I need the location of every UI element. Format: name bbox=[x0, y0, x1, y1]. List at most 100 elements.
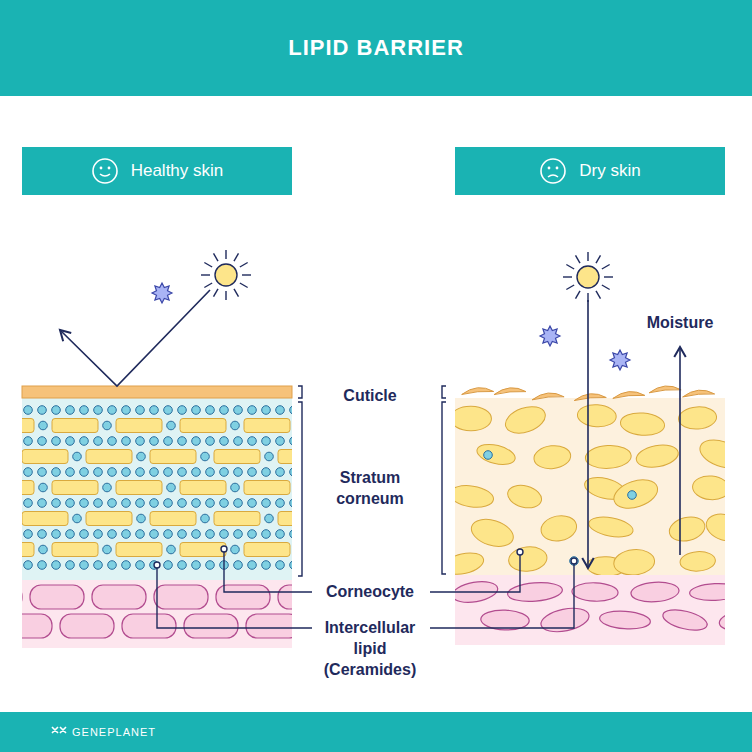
lipid-dot bbox=[136, 530, 145, 539]
cell-shape bbox=[184, 614, 238, 638]
corneocyte-blob bbox=[455, 549, 486, 575]
lipid-dot bbox=[220, 437, 229, 446]
sun-ray bbox=[604, 276, 613, 277]
corneocyte-brick bbox=[150, 450, 196, 464]
cuticle-layer bbox=[22, 386, 292, 398]
sun-icon bbox=[215, 264, 237, 286]
lipid-dot bbox=[167, 545, 176, 554]
penetrating-ray bbox=[587, 300, 589, 568]
sun-ray bbox=[214, 289, 219, 297]
lipid-dot bbox=[122, 499, 131, 508]
cell-shape bbox=[572, 582, 619, 602]
cuticle-flake bbox=[494, 388, 526, 395]
corneocyte-blob bbox=[539, 513, 579, 544]
sun-ray bbox=[576, 291, 581, 299]
corneocyte-brick bbox=[180, 419, 226, 433]
corneocyte-blob bbox=[679, 550, 716, 572]
header-box: Dry skin bbox=[455, 147, 725, 195]
sun-ray bbox=[214, 253, 219, 261]
lipid-dot bbox=[150, 437, 159, 446]
part-label: Moisture bbox=[635, 312, 725, 333]
lipid-dot bbox=[24, 499, 33, 508]
corneocyte-brick bbox=[52, 419, 98, 433]
lipid-dot bbox=[164, 530, 173, 539]
lipid-dot bbox=[231, 483, 240, 492]
leader-dots bbox=[154, 546, 577, 568]
lipid-dot bbox=[290, 561, 292, 570]
lipid-dot bbox=[136, 499, 145, 508]
lipid-dot bbox=[234, 530, 243, 539]
face-eye bbox=[556, 167, 559, 170]
lipid-dot bbox=[220, 406, 229, 415]
lipid-dot bbox=[248, 468, 257, 477]
sun-ray bbox=[566, 285, 574, 290]
corneocyte-brick bbox=[116, 481, 162, 495]
cell-shape bbox=[122, 614, 176, 638]
cell-shape bbox=[92, 585, 146, 609]
lipid-dot bbox=[248, 561, 257, 570]
cell-shape bbox=[599, 609, 651, 630]
corneocyte-blob bbox=[475, 441, 517, 468]
sun-ray bbox=[587, 252, 588, 261]
lipid-dot bbox=[24, 561, 33, 570]
lipid-dot bbox=[234, 468, 243, 477]
corneocyte-brick bbox=[244, 419, 290, 433]
lipid-dot bbox=[262, 406, 271, 415]
lipid-dot bbox=[108, 561, 117, 570]
cuticle-flake bbox=[683, 390, 715, 397]
corneocyte-brick bbox=[116, 419, 162, 433]
corneocyte-blob bbox=[587, 514, 635, 540]
corneocyte-brick bbox=[150, 512, 196, 526]
lipid-dot bbox=[231, 545, 240, 554]
brand-name: GENEPLANET bbox=[72, 725, 272, 739]
lipid-dot bbox=[103, 421, 112, 430]
lipid-dot bbox=[192, 437, 201, 446]
lipid-dot bbox=[276, 561, 285, 570]
sun-ray bbox=[234, 289, 239, 297]
lipid-dot bbox=[38, 499, 47, 508]
corneocyte-brick bbox=[180, 481, 226, 495]
pollutant-icon bbox=[152, 283, 172, 303]
lipid-dot bbox=[290, 499, 292, 508]
stratum-ground bbox=[22, 398, 292, 580]
lipid-dot bbox=[108, 406, 117, 415]
face-icon bbox=[539, 157, 567, 185]
lipid-dot bbox=[265, 452, 274, 461]
lipid-dot bbox=[192, 561, 201, 570]
lipid-dot bbox=[192, 406, 201, 415]
reflected-ray bbox=[60, 290, 210, 386]
lipid-dot bbox=[66, 499, 75, 508]
lipid-dot bbox=[66, 468, 75, 477]
corneocyte-brick bbox=[278, 450, 292, 464]
part-label: Corneocyte bbox=[310, 581, 430, 602]
cell-shape bbox=[246, 614, 292, 638]
lipid-dot bbox=[122, 561, 131, 570]
lipid-dot bbox=[164, 468, 173, 477]
lipid-dot bbox=[137, 452, 146, 461]
sun-ray bbox=[204, 263, 212, 268]
sun-ray bbox=[576, 255, 581, 263]
lipid-dot bbox=[206, 561, 215, 570]
corneocyte-blob bbox=[678, 406, 718, 431]
lipid-dot bbox=[178, 468, 187, 477]
lipid-dot bbox=[52, 468, 61, 477]
lipid-dot bbox=[108, 468, 117, 477]
lipid-dot bbox=[206, 468, 215, 477]
sun-ray bbox=[596, 255, 601, 263]
lipid-dot bbox=[178, 561, 187, 570]
cell-shape bbox=[689, 582, 725, 601]
moisture-arrow bbox=[679, 347, 681, 555]
cuticle-flake bbox=[532, 393, 564, 400]
lipid-dot bbox=[39, 483, 48, 492]
header-text: Healthy skin bbox=[131, 161, 224, 181]
lipid-dot bbox=[248, 499, 257, 508]
corneocyte-blob bbox=[610, 475, 661, 514]
sun-ray bbox=[602, 265, 610, 270]
lipid-dot bbox=[38, 406, 47, 415]
lipid-dot bbox=[136, 561, 145, 570]
header-box: Healthy skin bbox=[22, 147, 292, 195]
lipid-dot bbox=[164, 561, 173, 570]
lipid-dot bbox=[52, 499, 61, 508]
corneocyte-blob bbox=[696, 435, 725, 473]
lipid-dot bbox=[38, 530, 47, 539]
